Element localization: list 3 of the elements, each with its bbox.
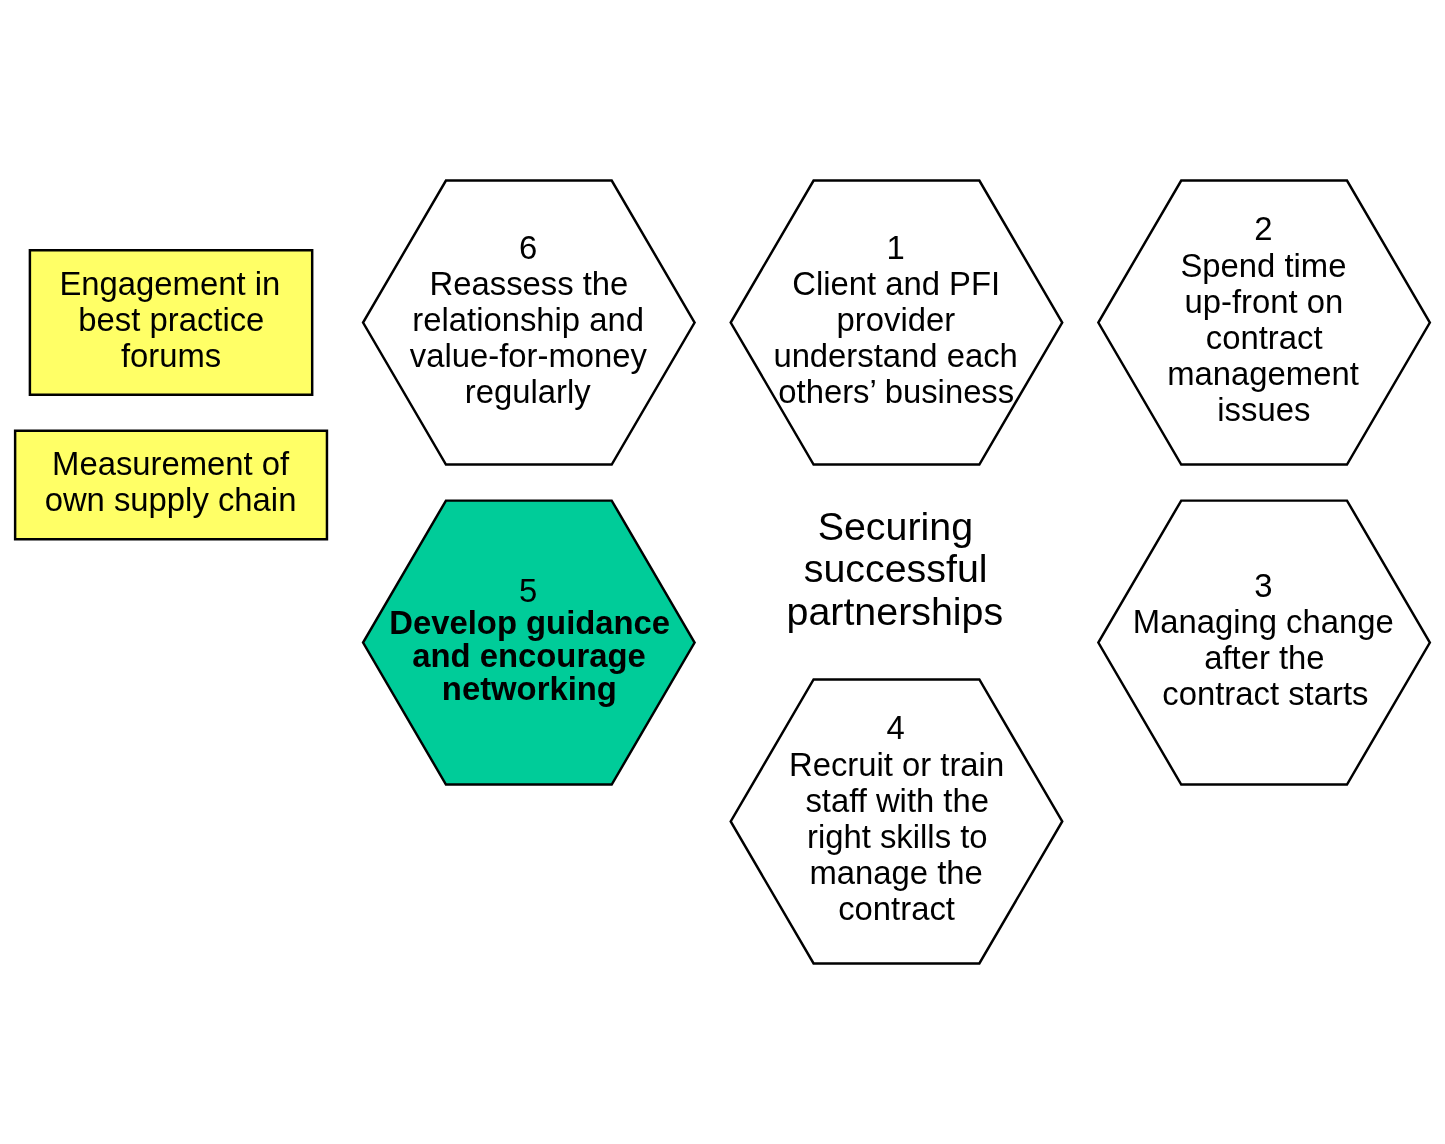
label: Securing successful partnerships: [786, 503, 1004, 633]
node-box: Measurement of own supply chain: [13, 429, 329, 541]
node-box: Engagement in best practice forums: [28, 249, 314, 396]
